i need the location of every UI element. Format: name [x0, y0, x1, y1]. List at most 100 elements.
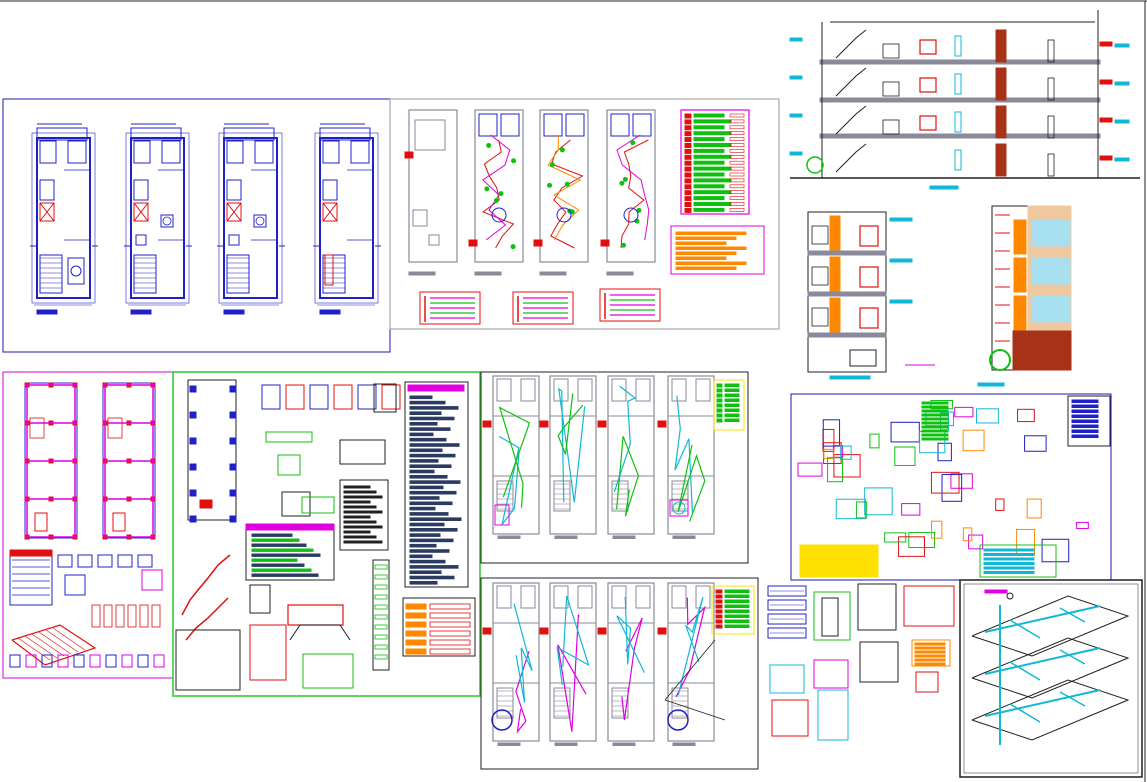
legend-symbol	[715, 599, 723, 604]
legend-text	[724, 383, 740, 387]
iso-title	[984, 589, 1008, 594]
stair-detail	[185, 597, 229, 641]
footing	[189, 437, 197, 445]
level-marker	[1099, 79, 1113, 85]
notes-text	[983, 548, 1035, 552]
notes-text	[921, 405, 949, 409]
plumbing-detail	[995, 498, 1005, 511]
legend-symbol	[684, 113, 692, 119]
chair	[811, 266, 829, 286]
chair	[811, 225, 829, 245]
pipe-run	[621, 617, 643, 721]
column-schedule	[281, 491, 311, 517]
riser-marker	[539, 420, 549, 428]
gas-details-sheet	[767, 583, 955, 741]
plumbing-detail	[869, 433, 880, 449]
diagram-frame	[419, 291, 481, 325]
room	[39, 179, 55, 201]
general-notes	[404, 381, 469, 588]
notes-text	[343, 540, 383, 544]
column-detail	[127, 604, 137, 628]
notes-text	[914, 646, 946, 650]
room	[226, 179, 242, 201]
legend-text	[1071, 404, 1099, 408]
shaft-cross	[133, 202, 149, 222]
sanitation-plan-3	[597, 582, 655, 746]
wall-outline	[492, 375, 540, 535]
outlet	[511, 158, 517, 164]
notes-text	[914, 662, 946, 666]
rebar	[38, 631, 72, 655]
legend-symbol	[684, 154, 692, 160]
footing	[189, 385, 197, 393]
chair	[811, 307, 829, 327]
plan-title-bar	[130, 309, 152, 315]
level-marker	[1099, 117, 1113, 123]
plan-title-bar	[408, 271, 436, 276]
plumbing-detail	[864, 487, 893, 516]
notes-text	[409, 422, 438, 426]
exterior-wall	[130, 137, 185, 299]
notes-text	[409, 464, 452, 468]
outlet	[493, 198, 499, 204]
sheet-frame	[959, 579, 1143, 778]
legend-symbol	[684, 190, 692, 196]
notes-text	[409, 459, 439, 463]
person-figure	[1047, 39, 1055, 63]
column-tie	[374, 604, 388, 610]
fixture	[491, 207, 507, 223]
column	[995, 105, 1007, 139]
room	[671, 585, 687, 609]
notes-box	[911, 639, 951, 667]
plumbing-detail	[840, 445, 852, 460]
notes-text	[409, 437, 447, 442]
legend-text	[693, 196, 725, 201]
room	[611, 378, 627, 402]
plumbing-detail	[930, 471, 960, 494]
notes-text	[409, 512, 449, 516]
foundation-sheet	[172, 371, 481, 697]
rebar-mesh	[11, 624, 97, 666]
stair	[553, 480, 571, 512]
plumbing-detail	[1041, 538, 1070, 563]
column-tie	[374, 624, 388, 630]
gas-detail	[915, 671, 939, 693]
specs-text	[251, 573, 319, 577]
legend-cell	[729, 190, 745, 194]
room	[565, 113, 585, 137]
legend-text	[693, 160, 725, 165]
tank-detail	[669, 499, 689, 517]
pipe-run	[557, 393, 584, 455]
level-marker	[1099, 41, 1113, 47]
shaft	[39, 202, 55, 222]
circuit-wire	[550, 139, 584, 249]
wall-outline	[539, 109, 589, 263]
person-figure	[954, 73, 962, 95]
room	[67, 140, 87, 164]
legend-symbol	[684, 184, 692, 190]
schedule-cell	[429, 639, 471, 646]
notes-text	[409, 416, 455, 421]
axis-grid	[218, 132, 283, 304]
room	[226, 140, 244, 164]
notes-text	[921, 413, 949, 417]
room	[611, 585, 627, 609]
specs-text	[251, 563, 305, 567]
foundation-detail	[309, 384, 329, 410]
person-figure	[954, 35, 962, 57]
shaft	[226, 202, 242, 222]
notes-text	[409, 400, 446, 405]
specs-text	[251, 548, 314, 552]
structural-plan-1	[24, 382, 78, 540]
gas-detail	[771, 699, 809, 737]
foundation-detail	[261, 384, 281, 410]
rebar-detail	[9, 654, 21, 668]
water-branch	[1059, 691, 1086, 707]
rebar-detail	[73, 654, 85, 668]
notes-text	[409, 549, 450, 553]
notes-text	[914, 642, 946, 646]
footing-detail	[64, 574, 86, 596]
legend-cell	[729, 160, 745, 165]
plumbing-detail	[822, 419, 841, 447]
